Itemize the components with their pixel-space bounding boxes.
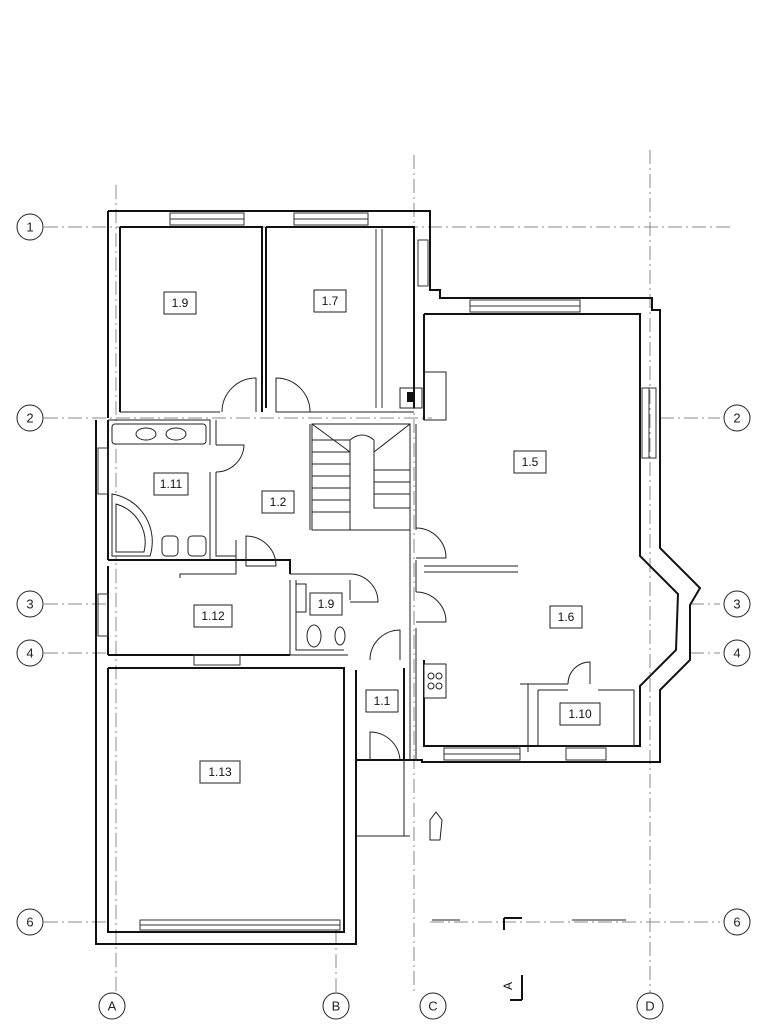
grid-label: B — [332, 999, 341, 1014]
grid-label: 2 — [26, 411, 33, 426]
grid-label: 2 — [733, 411, 740, 426]
grid-label: 4 — [733, 646, 740, 661]
grid-label: 6 — [26, 915, 33, 930]
room-label-1.12: 1.12 — [193, 604, 233, 628]
room-label-text: 1.9 — [318, 597, 335, 611]
grid-label: C — [428, 999, 437, 1014]
grid-bubble-3: 3 — [16, 590, 44, 618]
grid-bubble-4: 4 — [16, 639, 44, 667]
room-label-1.11: 1.11 — [153, 472, 189, 496]
room-label-1.13: 1.13 — [199, 760, 241, 784]
room-label-text: 1.5 — [522, 455, 539, 469]
section-mark: A — [432, 917, 626, 1001]
room-label-text: 1.12 — [201, 609, 225, 623]
room-label-1.9: 1.9 — [309, 592, 343, 616]
grid-label: 4 — [26, 646, 33, 661]
grid-bubble-C: C — [419, 992, 447, 1020]
interior-walls — [108, 371, 635, 837]
grid-bubble-B: B — [322, 992, 350, 1020]
room-label-text: 1.2 — [270, 495, 287, 509]
room-label-1.6: 1.6 — [549, 605, 583, 629]
grid-bubble-2: 2 — [16, 404, 44, 432]
section-label: A — [501, 982, 515, 990]
grid-label: 1 — [26, 220, 33, 235]
grid-label: D — [645, 999, 654, 1014]
doors — [215, 377, 591, 841]
grid-bubble-right-6: 6 — [723, 908, 751, 936]
staircase — [311, 423, 411, 531]
room-label-text: 1.10 — [568, 707, 592, 721]
room-label-text: 1.13 — [208, 765, 232, 779]
room-label-text: 1.1 — [374, 694, 391, 708]
grid-label: 3 — [733, 597, 740, 612]
room-label-1.8: 1.9 — [163, 291, 197, 315]
grid-label: 3 — [26, 597, 33, 612]
windows — [97, 212, 657, 931]
grid-bubble-right-2: 2 — [723, 404, 751, 432]
room-label-1.10: 1.10 — [559, 702, 601, 726]
grid-bubble-6: 6 — [16, 908, 44, 936]
grid-bubble-right-4: 4 — [723, 639, 751, 667]
grid-label: 6 — [733, 915, 740, 930]
grid-bubble-A: A — [98, 992, 126, 1020]
grid-bubble-D: D — [636, 992, 664, 1020]
room-label-text: 1.6 — [558, 610, 575, 624]
room-label-1.2: 1.2 — [261, 490, 295, 514]
grid-label: A — [108, 999, 117, 1014]
room-label-1.7: 1.7 — [313, 289, 347, 313]
room-label-text: 1.11 — [160, 477, 183, 491]
grid-bubble-right-3: 3 — [723, 590, 751, 618]
grid-axes — [44, 150, 732, 995]
bathroom-fixtures — [111, 423, 447, 699]
exterior-walls — [95, 210, 702, 945]
room-label-text: 1.9 — [172, 296, 189, 310]
room-label-1.5: 1.5 — [513, 450, 547, 474]
grid-bubble-1: 1 — [16, 213, 44, 241]
room-label-text: 1.7 — [322, 294, 339, 308]
room-label-1.1: 1.1 — [365, 689, 399, 713]
